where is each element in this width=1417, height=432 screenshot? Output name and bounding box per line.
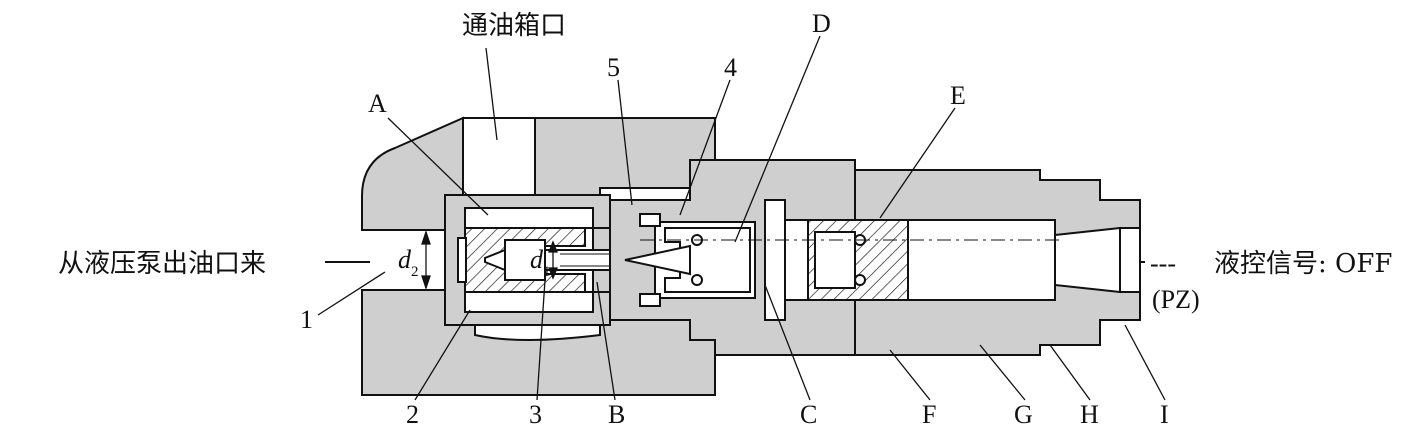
leader-4	[679, 79, 731, 216]
valve-seat-cartridge	[444, 194, 611, 326]
label-d1: d	[530, 245, 544, 274]
leader-I	[1124, 324, 1166, 401]
dimension-d1	[548, 240, 558, 280]
dimension-d2	[421, 229, 431, 291]
label-part-F: F	[922, 400, 936, 427]
leader-A	[387, 117, 489, 216]
label-part-E: E	[950, 81, 966, 110]
label-d2-sub: 2	[411, 264, 419, 280]
label-pilot-dash: ---	[1150, 249, 1176, 278]
label-part-H: H	[1080, 400, 1099, 427]
leader-D	[734, 35, 821, 243]
leader-G	[979, 344, 1026, 401]
valve-housing	[361, 116, 716, 396]
label-part-D: D	[812, 9, 831, 38]
leader-B	[596, 281, 616, 401]
label-pilot-signal: 液控信号: OFF	[1214, 249, 1392, 279]
leader-C	[764, 284, 811, 401]
leader-tank	[485, 47, 498, 141]
label-pump-inlet: 从液压泵出油口来	[58, 249, 266, 279]
leader-H	[1049, 344, 1091, 401]
label-pilot-code: (PZ)	[1152, 285, 1200, 314]
housing-upper-right	[519, 117, 716, 206]
label-part-1: 1	[300, 305, 313, 334]
label-part-A: A	[368, 89, 387, 118]
label-tank-port: 通油箱口	[462, 11, 566, 41]
leader-3	[536, 279, 546, 401]
label-part-C: C	[800, 400, 817, 427]
seat-body-hatched	[464, 227, 586, 293]
leader-5	[617, 79, 633, 206]
label-part-2: 2	[406, 400, 419, 427]
pilot-port-taper	[1054, 226, 1121, 294]
inlet-bore	[362, 229, 445, 291]
needle-tip	[624, 244, 691, 276]
pilot-piston-housing	[764, 169, 1141, 356]
tank-port-channel	[462, 117, 536, 196]
label-part-B: B	[608, 400, 625, 427]
ball-lower	[691, 274, 703, 286]
poppet-cage	[624, 227, 751, 293]
leader-F	[889, 349, 931, 401]
label-part-4: 4	[724, 53, 737, 82]
label-part-5: 5	[607, 53, 620, 82]
leader-E	[879, 107, 956, 219]
leader-2	[414, 309, 471, 401]
label-part-G: G	[1014, 400, 1033, 427]
label-d2: d	[398, 245, 412, 274]
label-part-3: 3	[529, 400, 542, 427]
leader-lines	[317, 35, 1166, 401]
leader-1	[317, 271, 386, 316]
label-part-I: I	[1160, 400, 1169, 427]
label-d1-sub: 1	[543, 264, 551, 280]
